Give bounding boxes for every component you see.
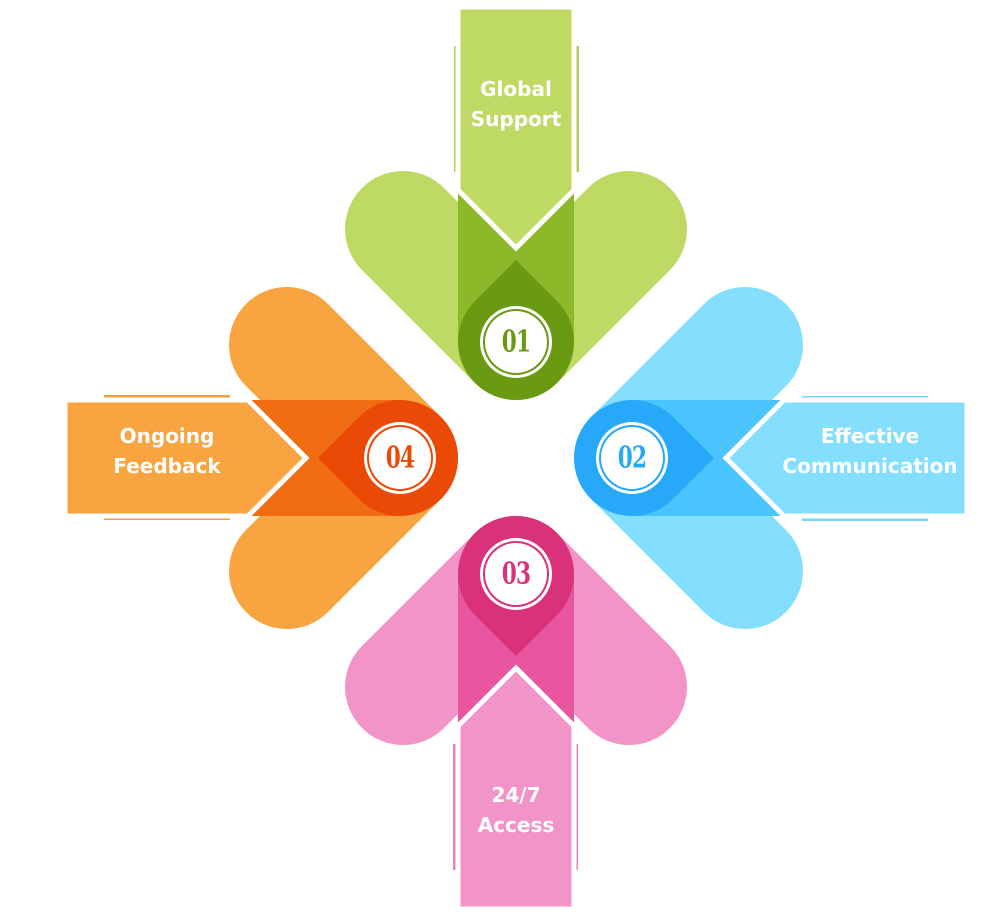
step-1-label-line2: Support: [470, 107, 562, 131]
step-4-arm: [60, 287, 459, 629]
step-3-label-line1: 24/7: [491, 783, 541, 807]
step-3-label: 24/7 Access: [478, 780, 555, 840]
step-4-banner-top-edge: [60, 398, 66, 518]
step-4-badge-disc: [369, 427, 431, 489]
step-2-banner-top-edge: [966, 398, 972, 518]
step-3-arm: [345, 516, 687, 914]
step-1-number: 01: [501, 324, 531, 360]
step-2-arm: [573, 287, 972, 629]
step-4-number: 04: [385, 440, 415, 476]
step-2-label-line2: Communication: [782, 454, 958, 478]
step-4-label-line2: Feedback: [113, 454, 221, 478]
step-1-badge-disc: [485, 311, 547, 373]
step-2-label: Effective Communication: [782, 421, 957, 481]
step-4-label: Ongoing Feedback: [113, 421, 220, 481]
step-1-arm: [345, 2, 687, 400]
step-3-number: 03: [501, 556, 531, 592]
step-1-label-line1: Global: [480, 77, 552, 101]
step-3-label-line2: Access: [477, 813, 555, 837]
step-2-number: 02: [617, 440, 647, 476]
step-2-label-line1: Effective: [820, 424, 920, 448]
step-3-badge-disc: [485, 543, 547, 605]
step-4-label-line1: Ongoing: [119, 424, 215, 448]
step-1-banner-top-edge: [456, 2, 576, 8]
step-1-label: Global Support: [471, 74, 561, 134]
step-3-banner-top-edge: [456, 908, 576, 914]
step-2-badge-disc: [601, 427, 663, 489]
